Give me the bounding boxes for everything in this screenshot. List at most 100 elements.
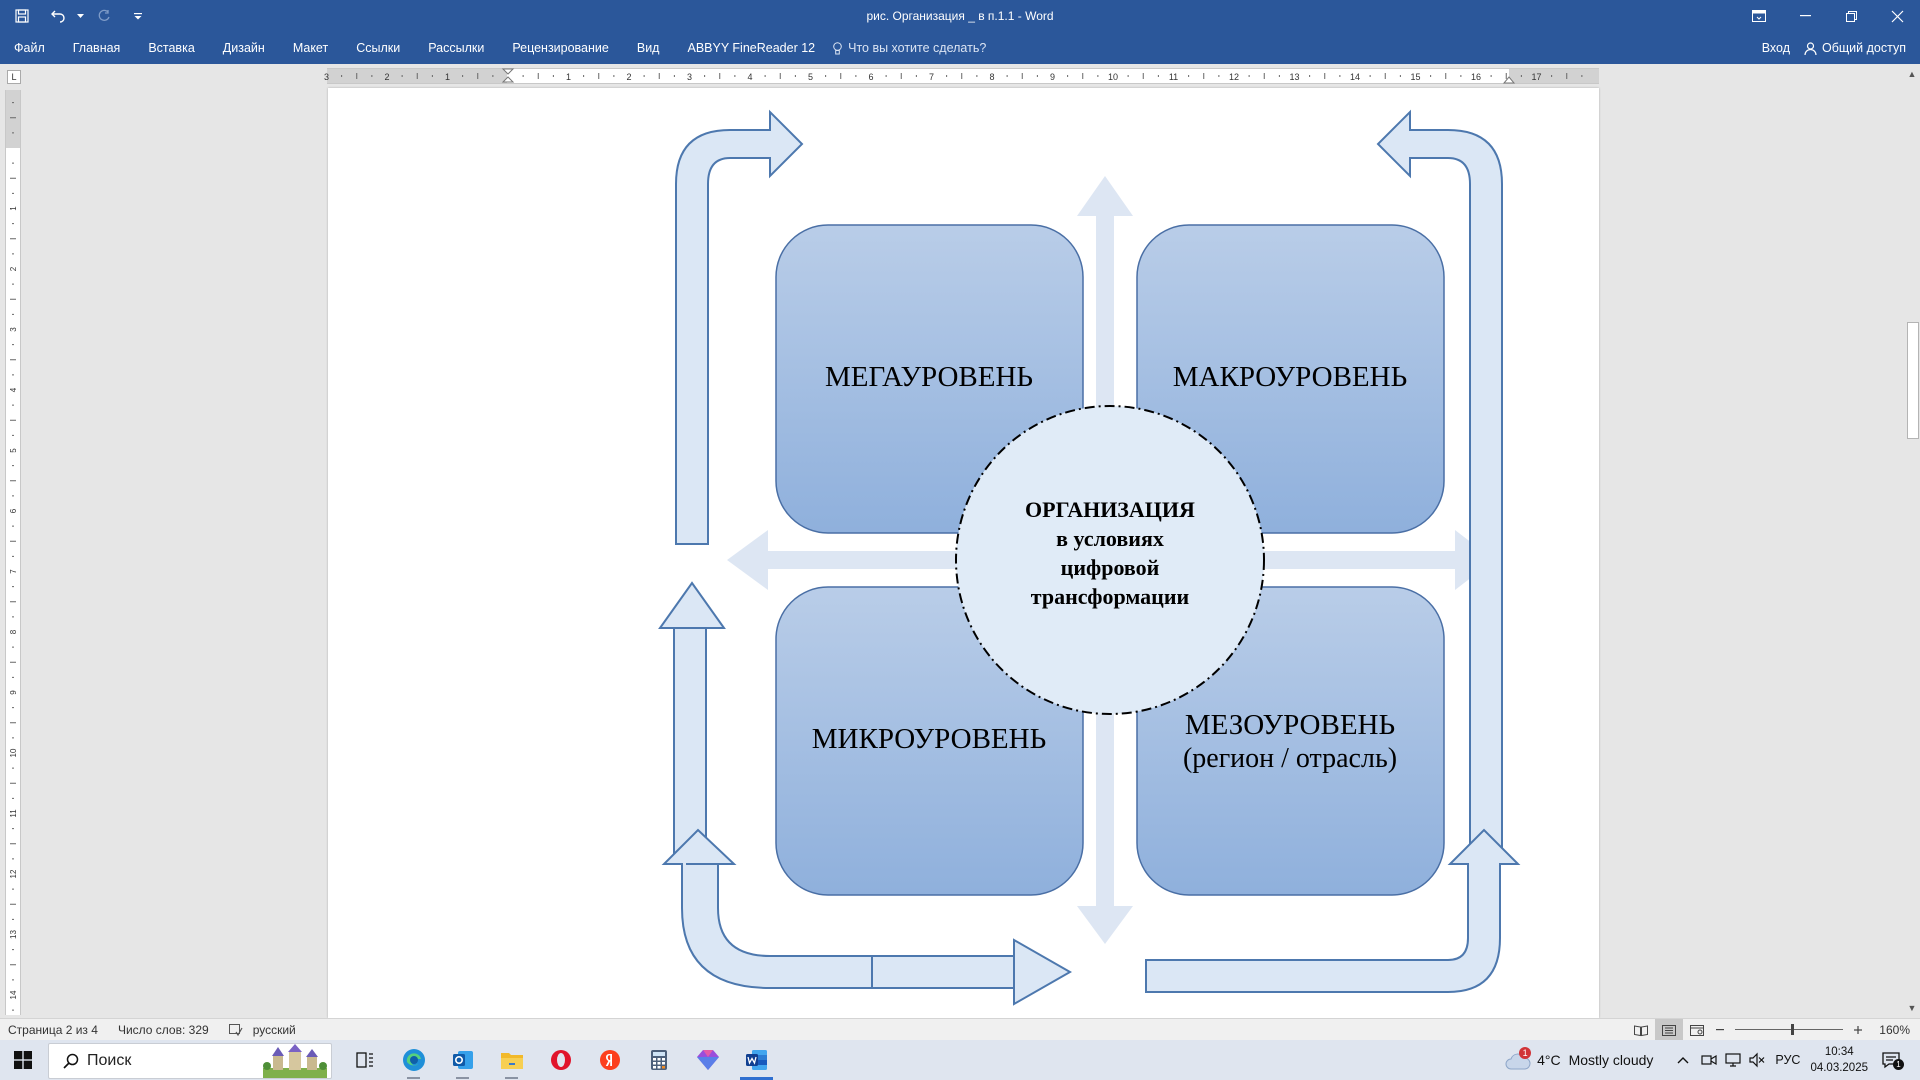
document-language[interactable]: русский: [252, 1023, 296, 1037]
ruler-label: 10: [9, 748, 18, 757]
window-controls: [1736, 0, 1920, 32]
print-layout-button[interactable]: [1655, 1019, 1684, 1041]
tab-review[interactable]: Рецензирование: [512, 41, 609, 55]
person-icon: [1804, 41, 1817, 55]
tab-references[interactable]: Ссылки: [356, 41, 401, 55]
speaker-muted-icon[interactable]: [1749, 1052, 1765, 1068]
tab-selector[interactable]: L: [7, 70, 21, 84]
chevron-up-icon[interactable]: [1677, 1056, 1689, 1064]
cloud-icon: [1505, 1053, 1531, 1070]
network-icon[interactable]: [1725, 1053, 1742, 1067]
edge-app[interactable]: [389, 1040, 438, 1080]
ruler-label: 2: [9, 266, 18, 271]
right-indent-marker-icon[interactable]: [1502, 76, 1516, 84]
vertical-scrollbar[interactable]: ▲ ▼: [1904, 64, 1920, 1018]
search-icon: [63, 1053, 79, 1069]
weather-widget[interactable]: 1 4°C Mostly cloudy: [1505, 1047, 1653, 1070]
customize-icon: [134, 12, 142, 19]
share-label: Общий доступ: [1822, 41, 1906, 55]
proofing-icon[interactable]: [228, 1024, 243, 1037]
restore-button[interactable]: [1828, 0, 1874, 32]
opera-app[interactable]: [536, 1040, 585, 1080]
tell-me-box[interactable]: Что вы хотите сделать?: [833, 41, 986, 55]
tab-view[interactable]: Вид: [636, 41, 660, 55]
undo-button[interactable]: [44, 0, 72, 32]
chevron-down-icon: [76, 13, 84, 18]
gem-icon: [696, 1050, 719, 1070]
center-label-line2: в условиях: [1056, 526, 1164, 551]
word-app[interactable]: [732, 1040, 781, 1080]
center-circle: [955, 405, 1265, 715]
ruler-label: 14: [9, 990, 18, 999]
arrow-up: [1077, 176, 1133, 408]
taskbar-apps: [340, 1040, 781, 1080]
page-count[interactable]: Страница 2 из 4: [8, 1023, 98, 1037]
ruler-label: 2: [384, 72, 389, 82]
tab-design[interactable]: Дизайн: [222, 41, 265, 55]
scroll-up-arrow-icon[interactable]: ▲: [1907, 69, 1917, 79]
scroll-down-arrow-icon[interactable]: ▼: [1907, 1003, 1917, 1013]
calculator-app[interactable]: [634, 1040, 683, 1080]
copilot-app[interactable]: [683, 1040, 732, 1080]
input-language[interactable]: РУС: [1775, 1053, 1801, 1067]
tab-abbyy[interactable]: ABBYY FineReader 12: [687, 41, 816, 55]
minimize-button[interactable]: [1782, 0, 1828, 32]
meet-now-icon[interactable]: [1701, 1053, 1718, 1067]
word-count[interactable]: Число слов: 329: [117, 1023, 209, 1037]
undo-dropdown-button[interactable]: [72, 0, 88, 32]
customize-toolbar-button[interactable]: [118, 0, 158, 32]
ruler-label: 16: [1471, 72, 1481, 82]
zoom-level[interactable]: 160%: [1879, 1023, 1910, 1037]
read-mode-button[interactable]: [1627, 1019, 1655, 1041]
start-button[interactable]: [0, 1040, 46, 1080]
ruler-label: 14: [1350, 72, 1360, 82]
notification-count-badge: 1: [1893, 1059, 1904, 1070]
zoom-knob[interactable]: [1791, 1024, 1795, 1035]
share-button[interactable]: Общий доступ: [1804, 41, 1906, 55]
ribbon-tabs: Файл Главная Вставка Дизайн Макет Ссылки…: [0, 32, 986, 64]
web-layout-button[interactable]: [1683, 1019, 1711, 1041]
center-label-line1: ОРГАНИЗАЦИЯ: [1025, 497, 1195, 522]
center-label-line4: трансформации: [1031, 584, 1190, 609]
ruler-label: 6: [868, 72, 873, 82]
notification-center-button[interactable]: 1: [1882, 1050, 1906, 1070]
redo-icon: [98, 9, 110, 21]
ruler-label: 3: [9, 327, 18, 332]
ruler-label: 11: [9, 809, 18, 818]
outlook-app[interactable]: [438, 1040, 487, 1080]
save-icon: [15, 9, 29, 23]
zoom-in-button[interactable]: [1849, 1019, 1867, 1041]
indent-marker-icon[interactable]: [501, 68, 515, 83]
taskbar-clock[interactable]: 10:34 04.03.2025: [1810, 1044, 1868, 1076]
tab-file[interactable]: Файл: [14, 41, 45, 55]
box-meso-label: МЕЗОУРОВЕНЬ: [1185, 709, 1395, 741]
document-page[interactable]: МЕГАУРОВЕНЬ МАКРОУРОВЕНЬ МИКРОУРОВЕНЬ МЕ…: [328, 88, 1599, 1018]
ruler-label: 8: [989, 72, 994, 82]
yandex-browser-app[interactable]: [585, 1040, 634, 1080]
window-title: рис. Организация _ в п.1.1 - Word: [866, 9, 1054, 23]
zoom-out-button[interactable]: [1711, 1019, 1729, 1041]
windows-logo-icon: [14, 1051, 32, 1069]
signin-link[interactable]: Вход: [1761, 41, 1791, 55]
ruler-label: 2: [626, 72, 631, 82]
word-icon: [745, 1050, 767, 1070]
tab-home[interactable]: Главная: [72, 41, 121, 55]
task-view-button[interactable]: [340, 1040, 389, 1080]
scrollbar-thumb[interactable]: [1907, 322, 1919, 439]
redo-button[interactable]: [88, 0, 118, 32]
close-icon: [1891, 10, 1903, 22]
ribbon-display-options-button[interactable]: [1736, 0, 1782, 32]
file-explorer-app[interactable]: [487, 1040, 536, 1080]
save-button[interactable]: [0, 0, 44, 32]
zoom-slider[interactable]: [1735, 1019, 1844, 1041]
tab-insert[interactable]: Вставка: [148, 41, 195, 55]
taskbar-search[interactable]: Поиск: [48, 1043, 332, 1079]
tab-mailings[interactable]: Рассылки: [428, 41, 485, 55]
tab-layout[interactable]: Макет: [292, 41, 329, 55]
arrow-left: [727, 530, 958, 590]
close-button[interactable]: [1874, 0, 1920, 32]
